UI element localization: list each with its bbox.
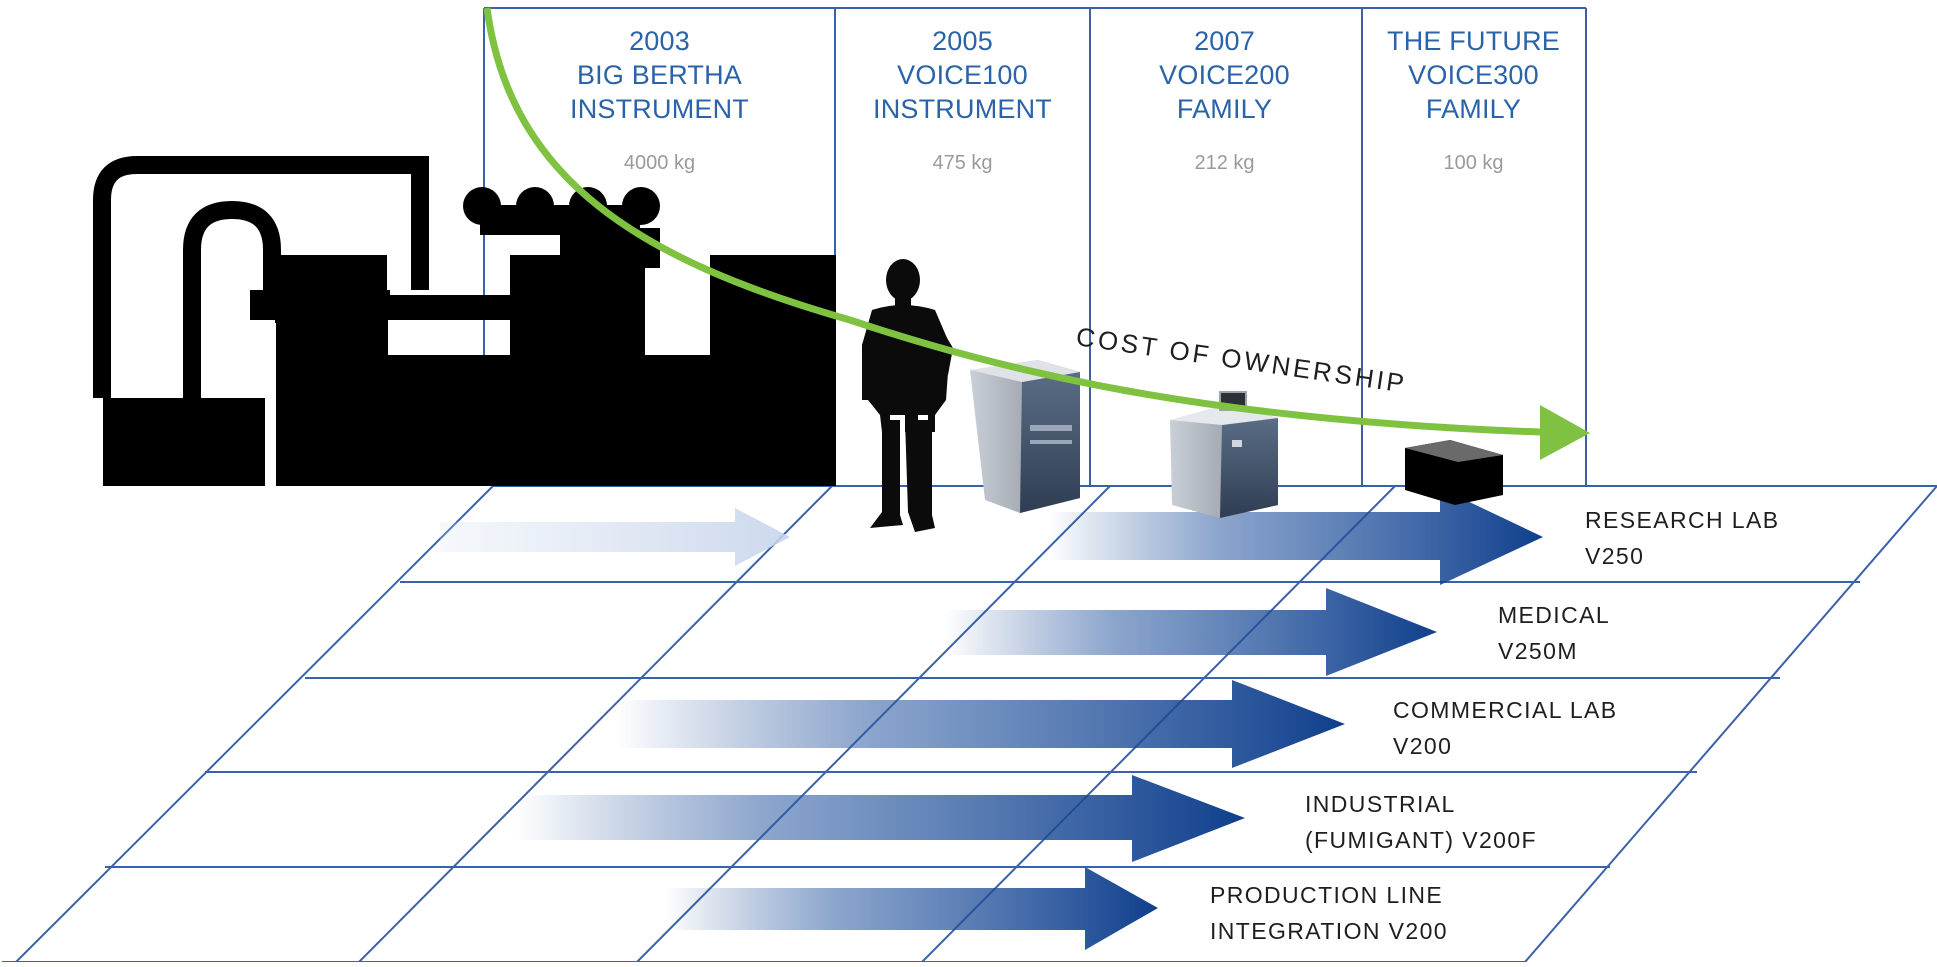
arrow-production-line xyxy=(665,867,1158,950)
column-weight-2003: 4000 kg xyxy=(623,152,696,174)
application-name: MEDICAL xyxy=(1498,602,1611,628)
application-name: PRODUCTION LINE xyxy=(1210,882,1444,908)
column-type: FAMILY xyxy=(1176,94,1273,124)
application-model: V250 xyxy=(1585,543,1645,569)
application-model: INTEGRATION V200 xyxy=(1210,918,1448,944)
column-type: FAMILY xyxy=(1425,94,1522,124)
column-header-2007: 2007 VOICE200 FAMILY xyxy=(1097,24,1352,126)
application-arrows xyxy=(440,488,1543,950)
arrow-medical xyxy=(945,588,1437,676)
column-weight-future: 100 kg xyxy=(1443,152,1504,174)
big-bertha-silhouette xyxy=(93,156,836,486)
cost-curve-arrowhead xyxy=(1540,405,1590,460)
application-label-medical: MEDICAL V250M xyxy=(1498,597,1610,669)
application-label-research-lab: RESEARCH LAB V250 xyxy=(1585,502,1779,574)
column-header-future: THE FUTURE VOICE300 FAMILY xyxy=(1346,24,1601,126)
column-type: INSTRUMENT xyxy=(873,94,1052,124)
application-name: INDUSTRIAL xyxy=(1305,791,1456,817)
arrow-research-lab xyxy=(1048,488,1543,585)
arrow-pale xyxy=(440,508,790,566)
column-weight-2007: 212 kg xyxy=(1194,152,1255,174)
column-year: 2005 xyxy=(932,26,993,56)
application-name: RESEARCH LAB xyxy=(1585,507,1780,533)
column-weight-2005: 475 kg xyxy=(932,152,993,174)
column-year: THE FUTURE xyxy=(1387,26,1560,56)
column-product: VOICE300 xyxy=(1408,60,1539,90)
application-label-industrial: INDUSTRIAL (FUMIGANT) V200F xyxy=(1305,786,1537,858)
column-year: 2007 xyxy=(1194,26,1255,56)
column-year: 2003 xyxy=(629,26,690,56)
column-type: INSTRUMENT xyxy=(570,94,749,124)
person-silhouette xyxy=(862,259,953,532)
application-model: V200 xyxy=(1393,733,1453,759)
column-header-2005: 2005 VOICE100 INSTRUMENT xyxy=(835,24,1090,126)
voice300-instrument xyxy=(1405,440,1503,505)
voice200-instrument xyxy=(1170,391,1278,518)
column-product: BIG BERTHA xyxy=(576,60,743,90)
application-name: COMMERCIAL LAB xyxy=(1393,697,1618,723)
column-product: VOICE100 xyxy=(897,60,1028,90)
arrow-commercial-lab xyxy=(616,680,1345,768)
voice100-instrument xyxy=(970,360,1080,513)
application-label-production-line: PRODUCTION LINE INTEGRATION V200 xyxy=(1210,877,1448,949)
arrow-industrial xyxy=(515,775,1245,862)
column-grid xyxy=(483,7,1587,486)
application-label-commercial-lab: COMMERCIAL LAB V200 xyxy=(1393,692,1618,764)
application-model: (FUMIGANT) V200F xyxy=(1305,827,1537,853)
cost-curve xyxy=(483,7,1590,460)
column-product: VOICE200 xyxy=(1159,60,1290,90)
column-header-2003: 2003 BIG BERTHA INSTRUMENT xyxy=(532,24,787,126)
application-model: V250M xyxy=(1498,638,1578,664)
